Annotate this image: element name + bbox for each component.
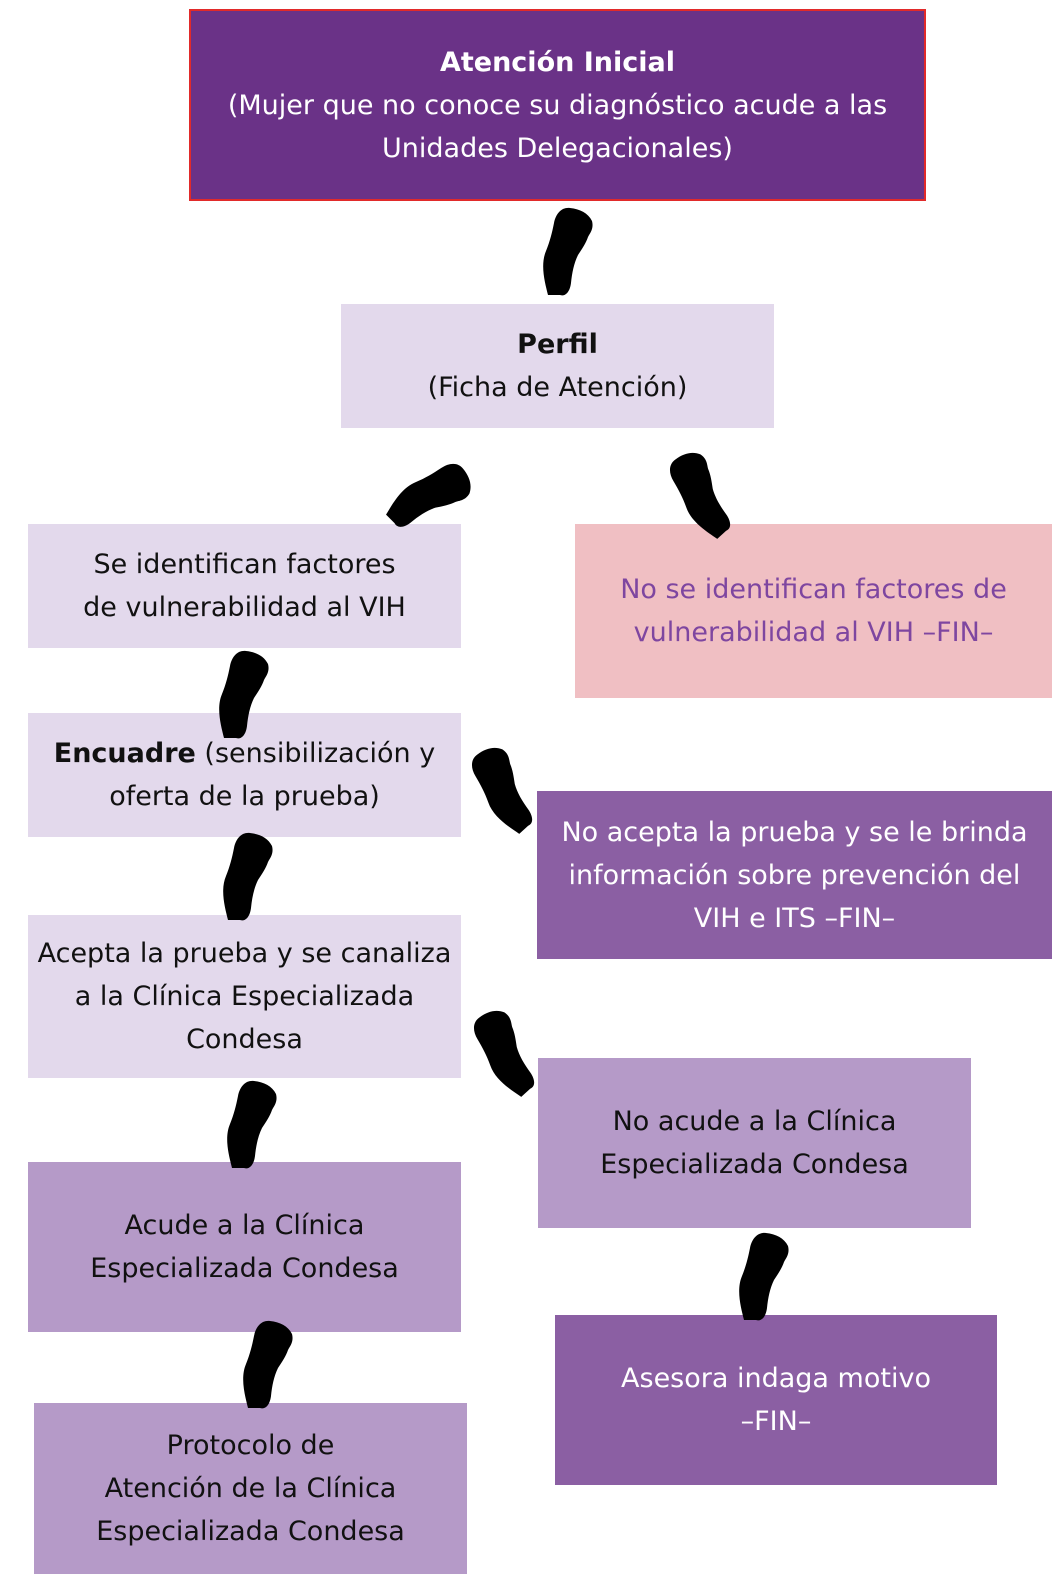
node-perfil: Perfil (Ficha de Atención) [341, 304, 774, 428]
pointing-hand-icon [734, 1228, 794, 1322]
node-asesora: Asesora indaga motivo –FIN– [555, 1315, 997, 1485]
pointing-hand-icon [218, 828, 278, 922]
node-factores-no: No se identifican factores de vulnerabil… [575, 524, 1052, 698]
node-no-acepta-line2: información sobre prevención del [568, 859, 1021, 891]
node-perfil-title: Perfil [517, 329, 598, 360]
node-factores-si-line2: de vulnerabilidad al VIH [83, 592, 406, 623]
pointing-hand-icon [222, 1076, 282, 1170]
node-factores-si-line1: Se identifican factores [93, 549, 396, 580]
node-encuadre-rest: (sensibilización y [195, 738, 436, 769]
node-no-acepta-line3: VIH e ITS –FIN– [693, 902, 896, 934]
node-no-acepta: No acepta la prueba y se le brinda infor… [537, 791, 1052, 959]
pointing-hand-icon [538, 203, 598, 297]
node-acepta-line1: Acepta la prueba y se canaliza [37, 938, 452, 969]
node-perfil-subtitle: (Ficha de Atención) [427, 372, 688, 403]
node-factores-no-line1: No se identifican factores de [620, 574, 1007, 605]
node-protocolo-line3: Especializada Condesa [96, 1516, 405, 1547]
node-protocolo: Protocolo de Atención de la Clínica Espe… [34, 1403, 467, 1574]
node-protocolo-line2: Atención de la Clínica [104, 1473, 397, 1504]
node-acepta: Acepta la prueba y se canaliza a la Clín… [28, 915, 461, 1078]
node-no-acude-line2: Especializada Condesa [600, 1149, 909, 1180]
pointing-hand-icon [238, 1316, 298, 1410]
node-encuadre-title: Encuadre [53, 738, 196, 769]
node-atencion-inicial: Atención Inicial (Mujer que no conoce su… [189, 9, 926, 201]
node-atencion-inicial-line1: (Mujer que no conoce su diagnóstico acud… [227, 89, 888, 121]
node-asesora-line2: –FIN– [740, 1406, 812, 1437]
node-asesora-line1: Asesora indaga motivo [621, 1363, 931, 1394]
node-acude: Acude a la Clínica Especializada Condesa [28, 1162, 461, 1332]
pointing-hand-icon [214, 646, 274, 740]
node-factores-si: Se identifican factores de vulnerabilida… [28, 524, 461, 648]
node-encuadre-line2: oferta de la prueba) [109, 781, 380, 812]
node-acepta-line2: a la Clínica Especializada [74, 981, 415, 1012]
node-atencion-inicial-line2: Unidades Delegacionales) [382, 132, 733, 164]
node-no-acepta-line1: No acepta la prueba y se le brinda [561, 816, 1028, 848]
node-acude-line2: Especializada Condesa [90, 1253, 399, 1284]
node-factores-no-line2: vulnerabilidad al VIH –FIN– [633, 617, 994, 648]
node-acepta-line3: Condesa [186, 1024, 303, 1055]
node-no-acude-line1: No acude a la Clínica [612, 1106, 897, 1137]
node-protocolo-line1: Protocolo de [166, 1430, 335, 1461]
node-no-acude: No acude a la Clínica Especializada Cond… [538, 1058, 971, 1228]
node-atencion-inicial-title: Atención Inicial [439, 46, 675, 78]
node-acude-line1: Acude a la Clínica [124, 1210, 365, 1241]
